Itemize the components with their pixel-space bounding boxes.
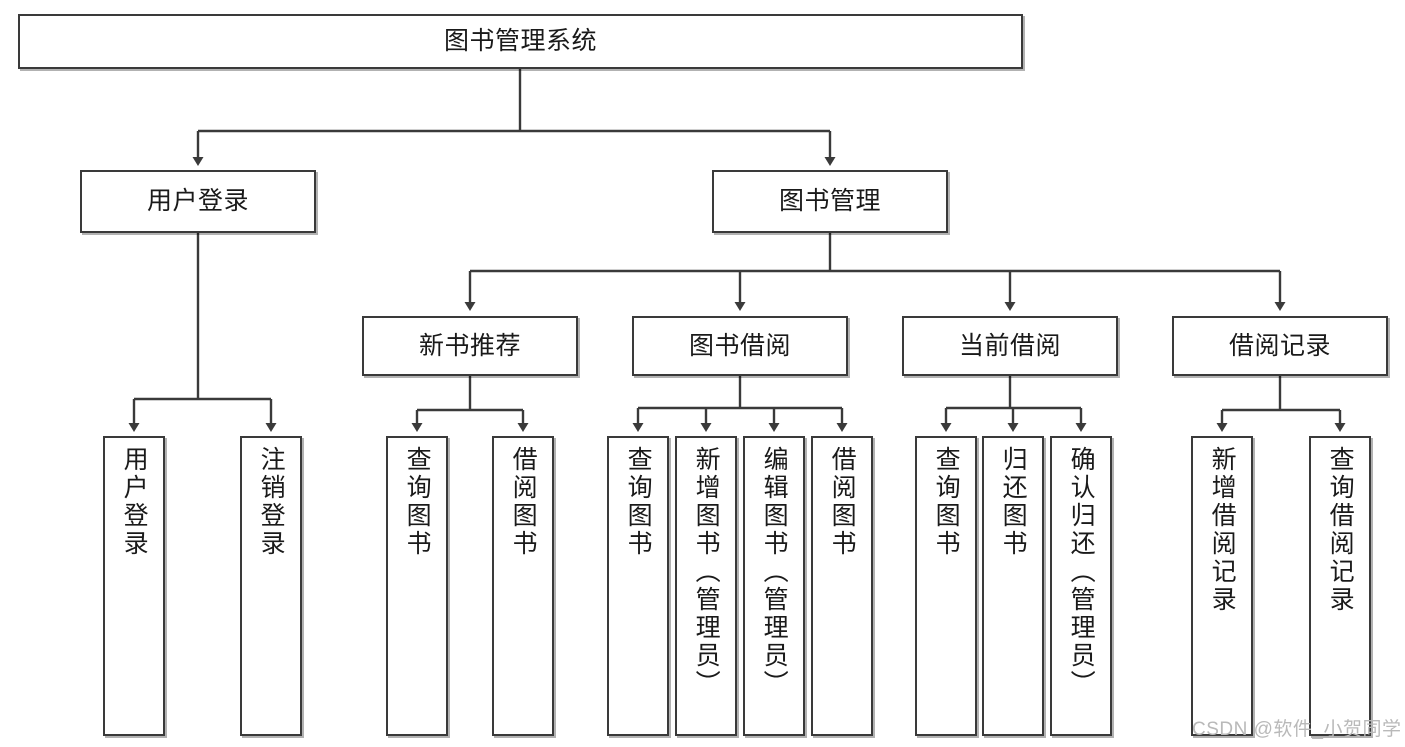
node-book-borrow[interactable]: 图书借阅: [632, 316, 848, 376]
csdn-watermark: CSDN @软件_小贺同学: [1192, 719, 1402, 740]
node-leaf-borrow-book-1[interactable]: 借阅图书: [492, 436, 554, 736]
node-label: 图书管理: [778, 187, 881, 216]
node-label: 借阅记录: [1228, 331, 1331, 360]
node-leaf-add-book[interactable]: 新增图书（管理员）: [675, 436, 737, 736]
node-book-management[interactable]: 图书管理: [712, 170, 948, 233]
node-leaf-user-login[interactable]: 用户登录: [103, 436, 165, 736]
node-root-system[interactable]: 图书管理系统: [18, 14, 1023, 69]
node-leaf-add-borrow-record[interactable]: 新增借阅记录: [1191, 436, 1253, 736]
node-label: 查询图书: [932, 446, 961, 558]
node-borrow-record[interactable]: 借阅记录: [1172, 316, 1388, 376]
node-label: 注销登录: [257, 446, 286, 558]
node-leaf-edit-book[interactable]: 编辑图书（管理员）: [743, 436, 805, 736]
node-user-login[interactable]: 用户登录: [80, 170, 316, 233]
node-label: 借阅图书: [509, 446, 538, 558]
node-label: 当前借阅: [958, 331, 1061, 360]
node-label: 查询图书: [624, 446, 653, 558]
node-label: 图书管理系统: [443, 27, 597, 56]
node-label: 新书推荐: [418, 331, 521, 360]
node-label: 用户登录: [146, 187, 249, 216]
node-label: 用户登录: [120, 446, 149, 558]
node-label: 确认归还（管理员）: [1067, 446, 1096, 698]
node-label: 图书借阅: [688, 331, 791, 360]
node-label: 新增图书（管理员）: [692, 446, 721, 698]
node-leaf-return-book[interactable]: 归还图书: [982, 436, 1044, 736]
node-leaf-logout-login[interactable]: 注销登录: [240, 436, 302, 736]
node-label: 查询借阅记录: [1326, 446, 1355, 614]
node-leaf-confirm-return[interactable]: 确认归还（管理员）: [1050, 436, 1112, 736]
node-label: 查询图书: [403, 446, 432, 558]
node-current-borrow[interactable]: 当前借阅: [902, 316, 1118, 376]
node-leaf-query-borrow-record[interactable]: 查询借阅记录: [1309, 436, 1371, 736]
node-leaf-query-book-2[interactable]: 查询图书: [607, 436, 669, 736]
node-label: 新增借阅记录: [1208, 446, 1237, 614]
node-label: 借阅图书: [828, 446, 857, 558]
node-label: 编辑图书（管理员）: [760, 446, 789, 698]
node-leaf-query-book-1[interactable]: 查询图书: [386, 436, 448, 736]
node-label: 归还图书: [999, 446, 1028, 558]
node-leaf-borrow-book-2[interactable]: 借阅图书: [811, 436, 873, 736]
node-leaf-query-book-3[interactable]: 查询图书: [915, 436, 977, 736]
node-new-book-recommend[interactable]: 新书推荐: [362, 316, 578, 376]
